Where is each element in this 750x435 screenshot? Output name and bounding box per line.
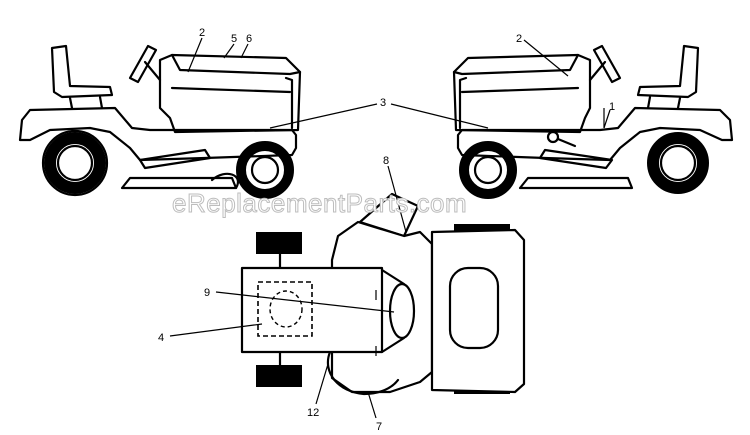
grille-left [284,76,294,130]
steering-wheel-right [592,44,622,84]
callout-2-right: 2 [516,33,522,45]
leader-6 [240,43,249,59]
rear-tire-top-upper [256,232,302,254]
seat-outline-top [269,290,303,328]
callout-6: 6 [246,33,252,45]
seat-mount-left [68,95,104,110]
callout-4: 4 [158,332,164,344]
callout-8: 8 [383,155,389,167]
fender-right [456,106,734,162]
lift-lever-knob-right [546,130,560,144]
deck-guard-top [326,350,400,396]
leader-3-right [390,103,489,129]
tractor-top-view [240,192,526,396]
leader-5 [223,43,235,59]
steering-column-left [143,60,162,82]
callout-labels: 2 5 6 2 3 1 8 9 4 12 7 [158,27,615,433]
steering-wheel-top [388,282,416,340]
hood-right [452,53,592,134]
seat-right [636,44,700,99]
watermark: eReplacementParts.com [172,188,467,218]
rear-hub-right [659,144,697,182]
mower-deck-left [120,176,238,190]
leader-7 [367,391,377,419]
seat-mount-right [646,95,682,110]
fender-left [18,106,298,162]
callout-12: 12 [307,407,319,419]
grille-top [448,266,500,350]
hood-top-edge-right [452,53,580,76]
steering-wheel-left [128,44,158,84]
front-tire-top-upper [454,224,510,234]
leader-8 [387,165,407,233]
front-tire-right [459,141,517,199]
callout-1: 1 [609,101,615,113]
footrest-right [538,148,614,170]
front-hub-right [473,155,503,185]
tractor-left-side-view [18,44,302,199]
leader-3-left [269,103,378,129]
callout-7: 7 [376,421,382,433]
seat-left [50,44,114,99]
leader-4 [169,323,263,337]
steering-column-right [588,60,607,82]
leader-9 [215,291,395,313]
callout-5: 5 [231,33,237,45]
hood-panel-line-left [170,86,292,94]
tractor-right-side-view [452,44,734,199]
rear-tire-top-lower [256,365,302,387]
callout-9: 9 [204,287,210,299]
rear-tire-right [647,132,709,194]
leader-2-left [187,37,203,73]
grille-right [458,76,468,130]
mower-deck-right [518,176,634,190]
deck-chute-left [210,172,239,190]
rear-hub-left [56,144,94,182]
leader-1 [603,109,611,129]
hood-top-edge-left [170,53,302,76]
hood-panel-line-right [460,86,580,94]
front-hub-left [250,155,280,185]
lift-lever-right [556,137,577,148]
callout-3: 3 [380,97,386,109]
leader-12 [315,363,329,405]
seat-label-area [257,281,313,337]
hood-left [158,53,302,134]
footrest-left [138,148,212,170]
leader-lines [169,37,611,419]
front-tire-left [236,141,294,199]
callout-2-left: 2 [199,27,205,39]
rear-tire-left [44,132,106,194]
leader-2-right [523,39,569,77]
